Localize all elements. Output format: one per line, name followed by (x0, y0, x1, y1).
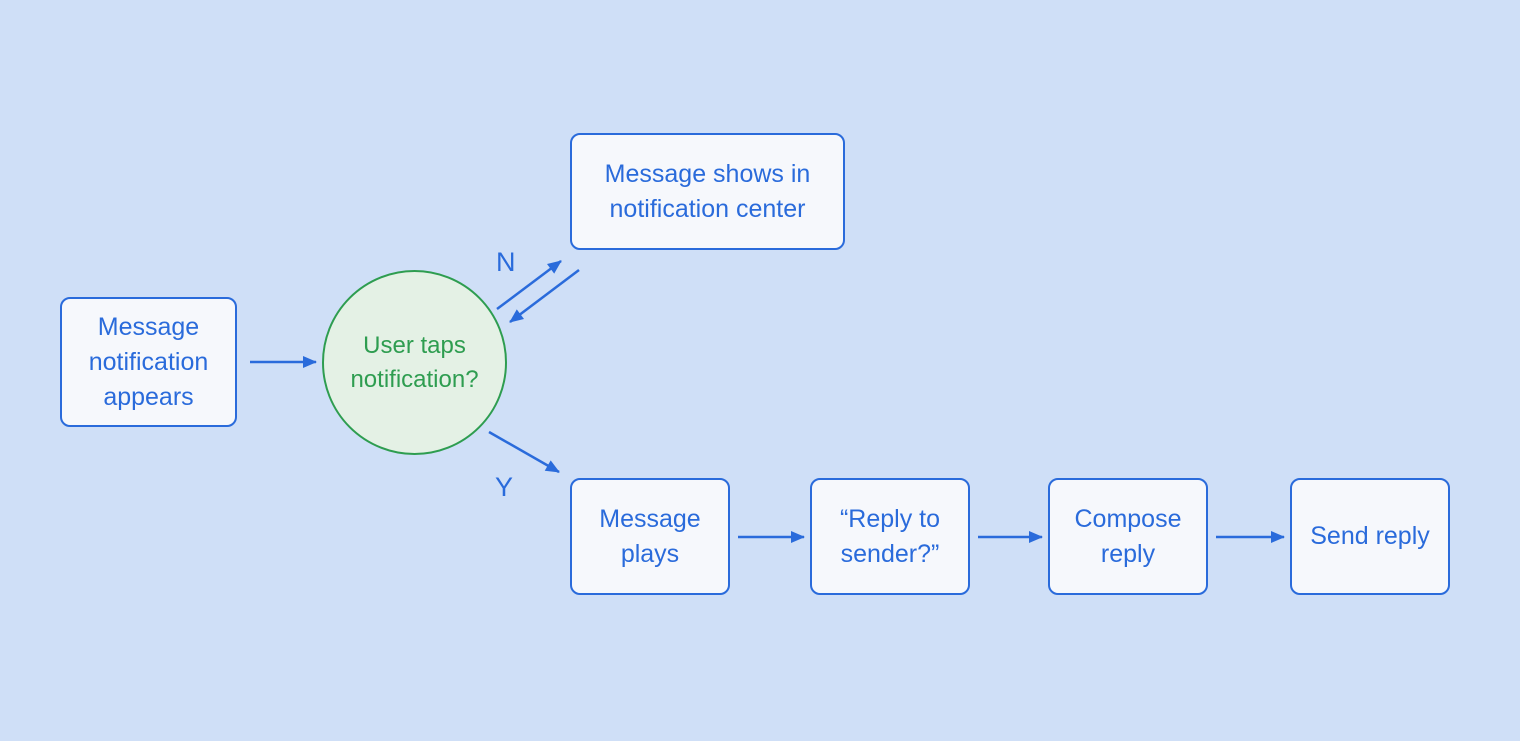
branch-label-no: N (496, 247, 516, 277)
node-message-plays: Message plays (570, 478, 730, 595)
edge-decision-to-notification-center (496, 260, 562, 310)
node-compose-reply: Compose reply (1048, 478, 1208, 595)
node-reply-to-sender: “Reply to sender?” (810, 478, 970, 595)
node-send-reply: Send reply (1290, 478, 1450, 595)
edge-notification-center-to-decision (509, 269, 580, 323)
node-user-taps-notification-decision: User taps notification? (322, 270, 507, 455)
node-message-shows-in-notification-center: Message shows in notification center (570, 133, 845, 250)
node-message-notification-appears: Message notification appears (60, 297, 237, 427)
branch-label-yes: Y (495, 472, 514, 502)
edge-decision-to-message-plays (488, 430, 560, 474)
